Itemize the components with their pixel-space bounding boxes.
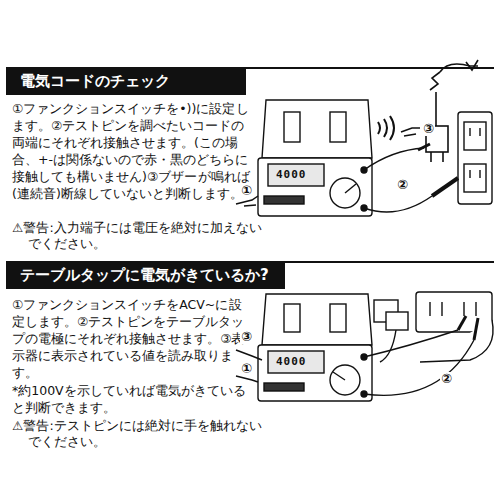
hand-icon <box>401 128 420 136</box>
probe-lead <box>364 316 478 395</box>
multimeter <box>258 100 372 216</box>
hand-icon <box>236 350 262 382</box>
instruction-text: ①ファンクションスイッチをACV~に 設定します。②テストピンをテーブル タップ… <box>12 296 252 381</box>
callout-number: ① <box>240 184 253 198</box>
header-text: テーブルタップに電気がきているか? <box>20 266 269 284</box>
callout-number: ② <box>396 178 409 192</box>
multimeter <box>258 294 372 401</box>
buzzer-waves <box>378 116 394 140</box>
table-tap <box>374 292 493 362</box>
callout-number: ③ <box>240 330 253 344</box>
wall-outlet <box>458 112 492 204</box>
display-reading: 4000 <box>276 169 307 181</box>
header-text: 電気コードのチェック <box>20 72 170 90</box>
note-text: *約100Vを示していれば電気がきて いると判断できます。 <box>12 382 250 416</box>
probe-lead <box>364 144 458 212</box>
power-cord <box>426 60 478 162</box>
section-header: 電気コードのチェック <box>6 68 246 95</box>
warning-text: ⚠ 警告:テストピンには絶対に手を触 れないでください。 <box>12 418 266 450</box>
section-header: テーブルタップに電気がきているか? <box>6 262 285 289</box>
instruction-text: ①ファンクションスイッチを•))に設定 します。②テストピンを調べたいコード の… <box>12 100 250 202</box>
display-reading: 4000 <box>276 356 307 368</box>
callout-number: ③ <box>422 122 435 136</box>
callout-number: ① <box>240 362 253 376</box>
callout-number: ② <box>440 372 453 386</box>
warning-text: ⚠ 警告:入力端子には電圧を絶対に 加えないでください。 <box>12 220 266 252</box>
